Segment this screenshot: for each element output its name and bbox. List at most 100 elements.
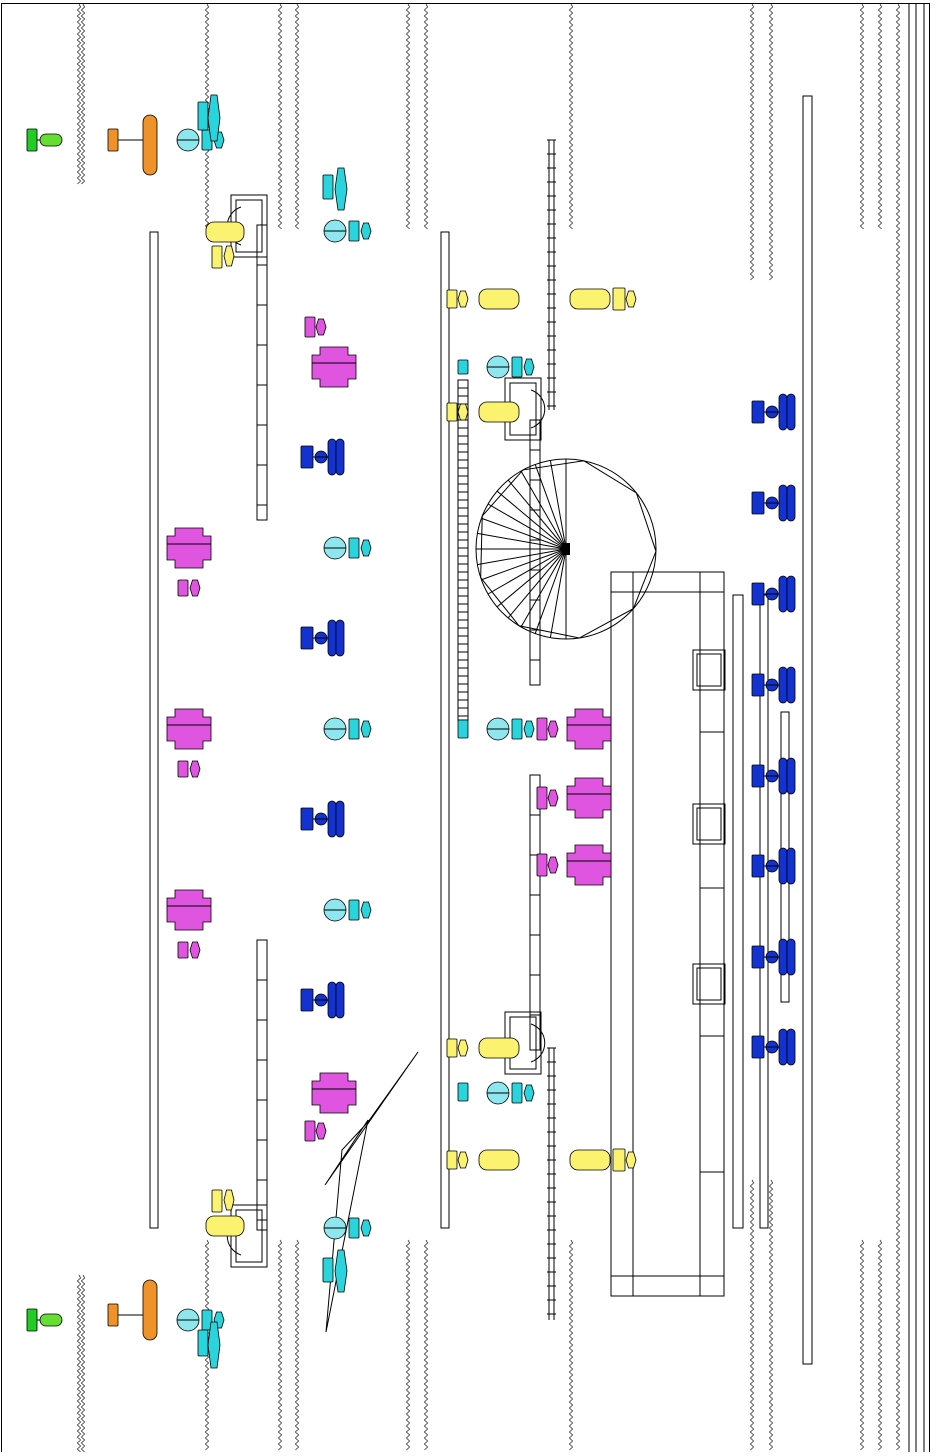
blue-unit	[327, 800, 337, 838]
magenta-unit	[566, 844, 612, 886]
blue-unit	[778, 575, 788, 613]
cyan-unit-tag	[197, 1329, 209, 1357]
rail-bar	[732, 594, 744, 1229]
cyan-unit-hex	[334, 1249, 348, 1293]
blue-unit-tag	[751, 945, 765, 969]
yellow-unit-tag	[612, 1148, 626, 1172]
block-housing	[610, 571, 726, 1297]
wavy-wall	[76, 3, 82, 185]
magenta-unit-hex	[315, 318, 327, 336]
cyan-unit-tag	[348, 537, 360, 559]
magenta-unit-hex	[547, 720, 559, 738]
blue-unit	[786, 484, 796, 522]
cyan-unit-hex	[360, 222, 372, 240]
wheel-spoke	[481, 548, 567, 581]
magenta-unit-hex	[189, 760, 201, 778]
yellow-unit	[205, 1215, 245, 1237]
blue-unit	[778, 1028, 788, 1066]
ladder-structure	[256, 224, 268, 521]
wavy-wall	[768, 3, 774, 281]
rail-bar	[149, 231, 159, 1229]
magenta-unit-hex	[547, 789, 559, 807]
magenta-unit	[166, 708, 212, 750]
cyan-unit-hex	[360, 720, 372, 738]
wavy-wall	[277, 3, 283, 230]
housing-outer	[610, 571, 725, 1297]
cyan-unit-tag	[348, 718, 360, 740]
housing-bay	[692, 963, 726, 1005]
magenta-unit-tag	[536, 853, 548, 877]
blue-unit	[786, 1028, 796, 1066]
green-terminal-cap	[39, 133, 63, 147]
blue-unit-tag	[300, 626, 314, 650]
rail-bar	[440, 231, 450, 1229]
wheel-spoke	[496, 490, 567, 550]
blue-unit	[335, 981, 345, 1019]
cyan-unit-tag	[322, 1257, 334, 1283]
cyan-unit-tag	[511, 718, 523, 740]
yellow-unit	[569, 288, 611, 310]
wavy-wall	[80, 3, 86, 185]
rail-bar	[802, 95, 813, 1365]
arch-curve	[530, 389, 546, 429]
magenta-unit	[311, 346, 357, 388]
magenta-unit	[166, 889, 212, 931]
ladder-structure	[529, 419, 541, 686]
yellow-unit-tag	[446, 402, 458, 422]
ladder-frame	[457, 379, 469, 721]
magenta-unit-tag	[304, 316, 316, 338]
cyan-unit-tag	[457, 1082, 469, 1102]
cyan-unit-hex	[334, 167, 348, 211]
wheel-spoke	[534, 548, 567, 634]
blue-unit	[778, 393, 788, 431]
wavy-wall	[277, 1239, 283, 1451]
housing-bay	[692, 803, 726, 845]
cyan-unit-tag	[348, 1217, 360, 1239]
blue-unit	[778, 666, 788, 704]
wavy-wall	[859, 3, 865, 230]
wavy-wall	[877, 1239, 883, 1451]
wheel-spoke	[549, 460, 567, 550]
wheel-spoke	[487, 548, 567, 595]
orange-cell-body	[142, 114, 158, 176]
magenta-unit-hex	[189, 579, 201, 597]
rail-bars	[149, 95, 813, 1365]
yellow-unit	[478, 1037, 520, 1059]
orange-cell	[107, 1303, 119, 1327]
magenta-unit-hex	[315, 1122, 327, 1140]
blue-unit-tag	[751, 491, 765, 515]
wavy-wall	[76, 1274, 82, 1453]
wheel-spoke	[549, 548, 567, 638]
orange-cell-body	[142, 1279, 158, 1341]
housing-bay-inner	[696, 807, 722, 841]
ladder-structure	[457, 379, 469, 721]
diagonal-links	[324, 1051, 419, 1333]
wheel-polygon	[480, 460, 657, 639]
green-terminal-cap	[39, 1313, 63, 1327]
yellow-unit-hex	[625, 1151, 637, 1169]
wavy-wall	[423, 1239, 429, 1451]
blue-unit-tag	[751, 673, 765, 697]
blue-unit-tag	[751, 400, 765, 424]
orange-cell	[107, 128, 119, 152]
blue-unit-tag	[751, 582, 765, 606]
magenta-unit-tag	[177, 941, 189, 959]
wavy-wall	[294, 1239, 300, 1451]
wavy-wall	[859, 1239, 865, 1451]
blue-unit-tag	[751, 1035, 765, 1059]
blue-unit-tag	[300, 807, 314, 831]
wheel-spoke	[487, 503, 567, 550]
yellow-unit	[478, 1149, 520, 1171]
ladder-frame	[256, 939, 268, 1231]
wavy-wall	[768, 1179, 774, 1451]
ladder-frame	[529, 774, 541, 1051]
cyan-unit-tag	[348, 899, 360, 921]
blue-unit-tag	[751, 764, 765, 788]
housing-bay	[692, 649, 726, 691]
wheel-spoke	[507, 479, 567, 550]
cyan-unit-tag	[322, 174, 334, 200]
yellow-unit	[569, 1149, 611, 1171]
magenta-unit-tag	[536, 786, 548, 810]
yellow-unit-tag	[211, 245, 223, 269]
wheel-spoke	[477, 548, 567, 566]
